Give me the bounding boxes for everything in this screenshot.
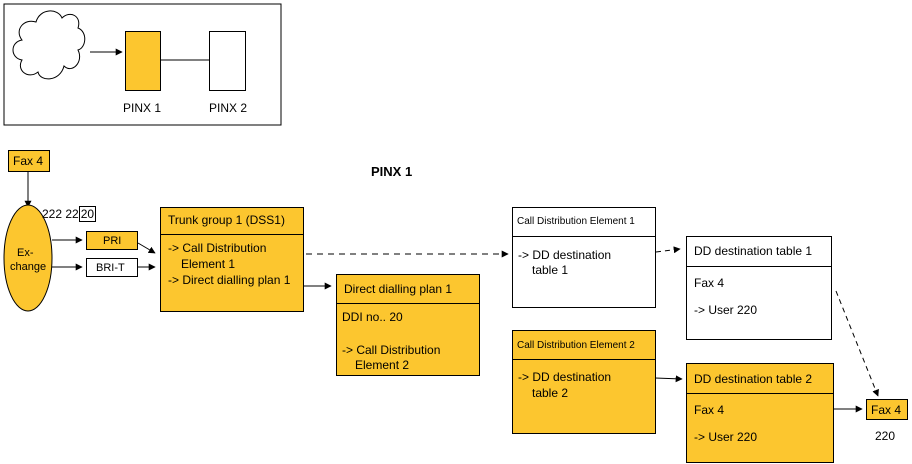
ddt1-line2: -> User 220 xyxy=(694,303,758,317)
trunk-group-box: Trunk group 1 (DSS1) -> Call Distributio… xyxy=(160,207,304,312)
cde1-title: Call Distribution Element 1 xyxy=(513,208,655,237)
cde2-title: Call Distribution Element 2 xyxy=(513,331,655,360)
exchange-number-prefix: 222 22 xyxy=(42,207,79,221)
trunk-group-line3: -> Direct dialling plan 1 xyxy=(168,273,291,287)
trunk-group-line2: Element 1 xyxy=(181,257,236,271)
fax-source-box: Fax 4 xyxy=(8,150,50,172)
overview-pinx1-box xyxy=(125,31,161,91)
cde1-line1: -> DD destination xyxy=(518,248,612,262)
cde1-box: Call Distribution Element 1 -> DD destin… xyxy=(512,207,656,308)
ddi-plan-title: Direct dialling plan 1 xyxy=(337,275,479,304)
ddt1-to-fax-arrow xyxy=(835,290,879,397)
ddt1-line1: Fax 4 xyxy=(694,276,725,290)
ddt1-box: DD destination table 1 Fax 4 -> User 220 xyxy=(686,236,832,340)
ddi-plan-line1: DDI no.. 20 xyxy=(342,310,403,324)
cde2-to-ddt2-arrow xyxy=(654,375,683,383)
cde2-line1: -> DD destination xyxy=(518,370,612,384)
trunk-group-title: Trunk group 1 (DSS1) xyxy=(161,208,303,235)
exchange-label-line1: Ex- xyxy=(17,247,34,259)
ddt2-line2: -> User 220 xyxy=(694,430,758,444)
ddt2-line1: Fax 4 xyxy=(694,403,725,417)
ddi-plan-line3: Element 2 xyxy=(355,358,410,372)
overview-pinx1-label: PINX 1 xyxy=(123,101,162,115)
ddt1-title: DD destination table 1 xyxy=(687,237,831,267)
exchange-ellipse xyxy=(3,204,53,312)
fax-source-label: Fax 4 xyxy=(13,154,44,168)
ddt2-title: DD destination table 2 xyxy=(687,364,833,394)
fax-dest-label: Fax 4 xyxy=(871,403,902,417)
cde2-box: Call Distribution Element 2 -> DD destin… xyxy=(512,330,656,434)
overview-pinx2-box xyxy=(209,31,246,91)
cde1-line2: table 1 xyxy=(532,263,569,277)
cloud-icon xyxy=(12,10,86,80)
pinx-title: PINX 1 xyxy=(371,164,413,179)
ddt2-box: DD destination table 2 Fax 4 -> User 220 xyxy=(686,363,834,463)
fax-dest-box: Fax 4 xyxy=(866,399,908,420)
cde1-to-ddt1-arrow xyxy=(655,246,681,254)
overview-pinx2-label: PINX 2 xyxy=(209,101,248,115)
trunk-group-line1: -> Call Distribution xyxy=(168,241,267,255)
overview-frame xyxy=(3,3,282,126)
ddi-plan-box: Direct dialling plan 1 DDI no.. 20 -> Ca… xyxy=(336,274,480,376)
brit-label: BRI-T xyxy=(96,262,125,274)
exchange-number-suffix: 20 xyxy=(78,206,97,222)
exchange-label-line2: change xyxy=(10,261,47,273)
ddi-plan-line2: -> Call Distribution xyxy=(342,343,441,357)
fax-dest-number: 220 xyxy=(875,429,896,443)
pri-label: PRI xyxy=(103,235,122,247)
cde2-line2: table 2 xyxy=(532,386,569,400)
pri-box: PRI xyxy=(86,231,138,250)
brit-box: BRI-T xyxy=(86,258,138,277)
pri-to-trunk-arrow xyxy=(137,242,156,254)
